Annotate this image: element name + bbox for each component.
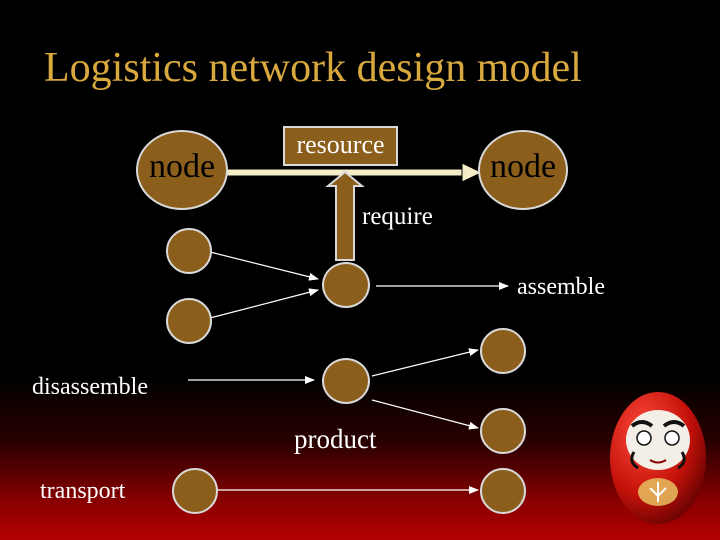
require-label: require [362, 203, 433, 230]
node-left [136, 130, 228, 210]
output-node-top [480, 328, 526, 374]
arrow-disassemble-down [371, 399, 479, 430]
input-node-top [166, 228, 212, 274]
node-right [478, 130, 568, 210]
transport-source-node [172, 468, 218, 514]
product-label: product [294, 424, 377, 454]
slide-title: Logistics network design model [44, 45, 582, 91]
node-right-label: node [489, 148, 557, 185]
transport-target-node [480, 468, 526, 514]
arrow-disassemble-up [371, 348, 479, 377]
disassemble-node [322, 358, 370, 404]
assemble-label: assemble [517, 274, 605, 300]
arrow-mid-to-assemble [209, 288, 319, 319]
disassemble-label: disassemble [32, 374, 148, 400]
assemble-node [322, 262, 370, 308]
daruma-doll-icon [610, 392, 706, 524]
arrow-top-to-assemble [209, 251, 319, 281]
output-node-bottom [480, 408, 526, 454]
require-arrow [325, 170, 365, 261]
node-left-label: node [148, 148, 216, 185]
input-node-bottom [166, 298, 212, 344]
resource-box: resource [283, 126, 398, 166]
transport-label: transport [40, 478, 126, 504]
